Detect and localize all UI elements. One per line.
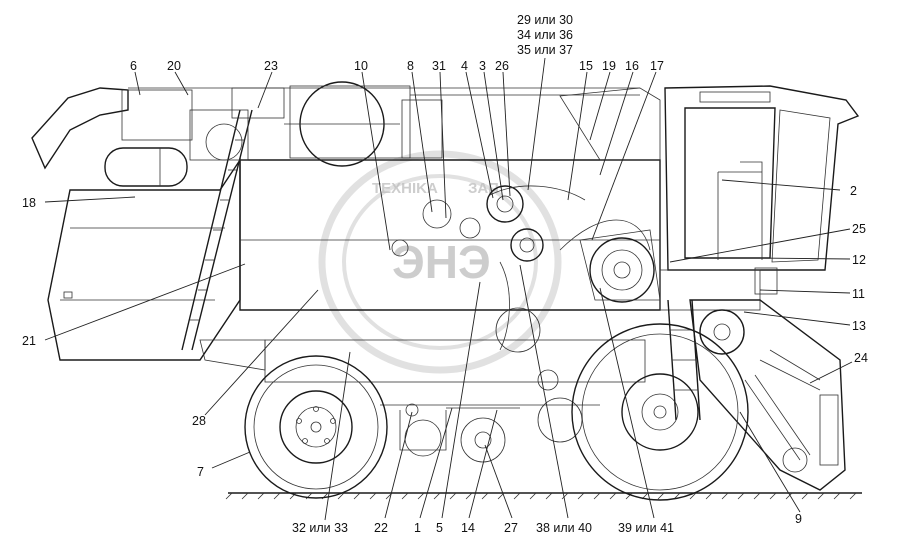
watermark-text-right: ЗАП: [468, 180, 499, 197]
callout-16: 16: [625, 59, 639, 73]
callout-28: 28: [192, 414, 206, 428]
callout-6: 6: [130, 59, 137, 73]
callout-4: 4: [461, 59, 468, 73]
lower-chassis: [264, 339, 646, 463]
callout-15: 15: [579, 59, 593, 73]
callout-18: 18: [22, 196, 36, 210]
callout-labels: 6 20 23 10 8 31 4 3 26 29 или 30 34 или …: [22, 13, 868, 535]
callout-35-or-37: 35 или 37: [517, 43, 573, 57]
callout-3: 3: [479, 59, 486, 73]
callout-20: 20: [167, 59, 181, 73]
callout-32-or-33: 32 или 33: [292, 521, 348, 535]
callout-22: 22: [374, 521, 388, 535]
callout-10: 10: [354, 59, 368, 73]
callout-7: 7: [197, 465, 204, 479]
callout-19: 19: [602, 59, 616, 73]
callout-27: 27: [504, 521, 518, 535]
callout-34-or-36: 34 или 36: [517, 28, 573, 42]
callout-23: 23: [264, 59, 278, 73]
callout-9: 9: [795, 512, 802, 526]
ground-line: [225, 492, 862, 500]
leader-lines: [44, 57, 853, 521]
rear-wheel: [244, 355, 388, 499]
watermark-logo: TEXHIKA ЗАП ЭНЭ: [318, 150, 562, 374]
callout-8: 8: [407, 59, 414, 73]
header-feeder: [667, 299, 846, 491]
watermark-text-left: TEXHIKA: [372, 180, 438, 197]
callout-29-or-30: 29 или 30: [517, 13, 573, 27]
operator-cab: [659, 85, 860, 311]
callout-14: 14: [461, 521, 475, 535]
callout-17: 17: [650, 59, 664, 73]
callout-11: 11: [852, 287, 865, 301]
callout-21: 21: [22, 334, 36, 348]
watermark-logo-text: ЭНЭ: [392, 236, 491, 288]
callout-38-or-40: 38 или 40: [536, 521, 592, 535]
front-wheel: [571, 323, 749, 501]
callout-25: 25: [852, 222, 866, 236]
callout-26: 26: [495, 59, 509, 73]
callout-39-or-41: 39 или 41: [618, 521, 674, 535]
callout-5: 5: [436, 521, 443, 535]
callout-1: 1: [414, 521, 421, 535]
engine-compartment: [31, 81, 661, 187]
callout-24: 24: [854, 351, 868, 365]
threshing-drives: [391, 185, 661, 391]
callout-2: 2: [850, 184, 857, 198]
callout-31: 31: [432, 59, 446, 73]
callout-12: 12: [852, 253, 866, 267]
callout-13: 13: [852, 319, 866, 333]
